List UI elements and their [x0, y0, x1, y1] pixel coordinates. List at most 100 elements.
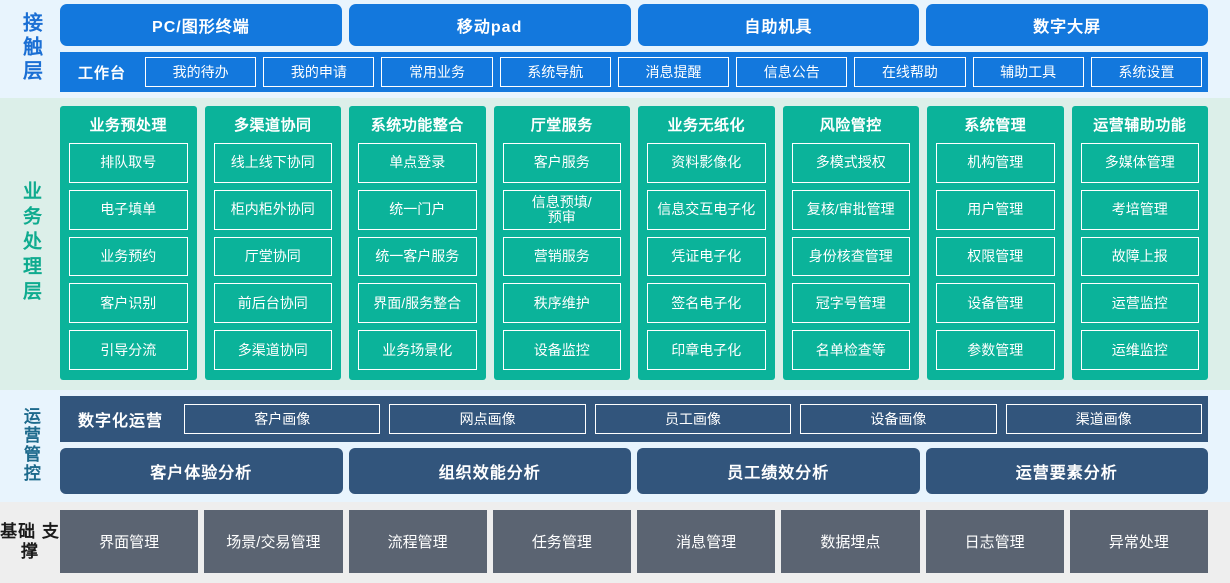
biz-item-prefill-prereview[interactable]: 信息预填/ 预审: [502, 189, 621, 230]
biz-item-org-management[interactable]: 机构管理: [936, 143, 1055, 183]
foundation-scenario-transaction-management[interactable]: 场景/交易管理: [204, 510, 343, 573]
workbench-button-utilities[interactable]: 辅助工具: [972, 57, 1084, 87]
biz-item-unified-customer-service[interactable]: 统一客户服务: [358, 236, 477, 277]
column-title: 厅堂服务: [530, 117, 593, 134]
workbench-button-announcement[interactable]: 信息公告: [736, 57, 848, 87]
biz-item-training-management[interactable]: 考培管理: [1080, 189, 1199, 230]
business-column-multichannel: 多渠道协同 线上线下协同 柜内柜外协同 厅堂协同 前后台协同 多渠道协同: [204, 106, 341, 380]
column-items: 客户服务 信息预填/ 预审 营销服务 秩序维护 设备监控: [502, 143, 621, 370]
biz-item-fault-reporting[interactable]: 故障上报: [1080, 236, 1199, 277]
profile-device[interactable]: 设备画像: [800, 404, 997, 434]
business-column-pre-processing: 业务预处理 排队取号 电子填单 业务预约 客户识别 引导分流: [60, 106, 197, 380]
foundation-task-management[interactable]: 任务管理: [492, 510, 631, 573]
foundation-message-management[interactable]: 消息管理: [637, 510, 776, 573]
biz-item-single-sign-on[interactable]: 单点登录: [358, 143, 477, 183]
foundation-row: 界面管理 场景/交易管理 流程管理 任务管理 消息管理 数据埋点 日志管理 异常…: [60, 510, 1230, 573]
foundation-exception-handling[interactable]: 异常处理: [1069, 510, 1208, 573]
biz-item-device-management[interactable]: 设备管理: [936, 283, 1055, 324]
biz-item-front-back-sync[interactable]: 前后台协同: [213, 283, 332, 324]
biz-item-review-approval[interactable]: 复核/审批管理: [791, 189, 910, 230]
biz-item-voucher-digital[interactable]: 凭证电子化: [647, 236, 766, 277]
biz-item-maintenance-monitoring[interactable]: 运维监控: [1080, 330, 1199, 370]
analysis-customer-experience[interactable]: 客户体验分析: [60, 448, 343, 494]
layer-label-foundation: 基础 支撑: [0, 510, 60, 573]
biz-item-permission-management[interactable]: 权限管理: [936, 236, 1055, 277]
workbench-button-common-business[interactable]: 常用业务: [381, 57, 493, 87]
biz-item-ui-service-integration[interactable]: 界面/服务整合: [358, 283, 477, 324]
biz-item-document-imaging[interactable]: 资料影像化: [647, 143, 766, 183]
biz-item-guidance-diversion[interactable]: 引导分流: [69, 330, 188, 370]
workbench-button-system-settings[interactable]: 系统设置: [1090, 57, 1202, 87]
biz-item-marketing-service[interactable]: 营销服务: [502, 236, 621, 277]
biz-item-customer-service[interactable]: 客户服务: [502, 143, 621, 183]
biz-item-appointment[interactable]: 业务预约: [69, 236, 188, 277]
layer-label-business: 业务处理层: [0, 106, 60, 380]
biz-item-e-form[interactable]: 电子填单: [69, 189, 188, 230]
biz-item-parameter-management[interactable]: 参数管理: [936, 330, 1055, 370]
workbench-button-my-application[interactable]: 我的申请: [263, 57, 375, 87]
biz-item-watchlist-check[interactable]: 名单检查等: [791, 330, 910, 370]
biz-item-info-exchange-digital[interactable]: 信息交互电子化: [647, 189, 766, 230]
biz-item-online-offline-sync[interactable]: 线上线下协同: [213, 143, 332, 183]
column-items: 多模式授权 复核/审批管理 身份核查管理 冠字号管理 名单检查等: [791, 143, 910, 370]
column-items: 资料影像化 信息交互电子化 凭证电子化 签名电子化 印章电子化: [647, 143, 766, 370]
profile-channel[interactable]: 渠道画像: [1005, 404, 1202, 434]
layer-label-contact: 接触层: [0, 4, 60, 92]
workbench-title: 工作台: [78, 64, 127, 82]
column-title: 多渠道协同: [233, 117, 312, 134]
biz-item-counter-inout-sync[interactable]: 柜内柜外协同: [213, 189, 332, 230]
biz-item-identity-verification[interactable]: 身份核查管理: [791, 236, 910, 277]
biz-item-business-scenario[interactable]: 业务场景化: [358, 330, 477, 370]
analysis-organizational-efficiency[interactable]: 组织效能分析: [348, 448, 631, 494]
biz-item-signature-digital[interactable]: 签名电子化: [647, 283, 766, 324]
workbench-button-my-todo[interactable]: 我的待办: [145, 57, 257, 87]
biz-item-multimedia-management[interactable]: 多媒体管理: [1080, 143, 1199, 183]
business-column-row: 业务预处理 排队取号 电子填单 业务预约 客户识别 引导分流 多渠道协同 线上线…: [60, 106, 1230, 380]
biz-item-customer-identification[interactable]: 客户识别: [69, 283, 188, 324]
foundation-data-tracking[interactable]: 数据埋点: [781, 510, 920, 573]
column-title: 业务无纸化: [667, 117, 745, 134]
layer-label-operations: 运营管控: [0, 396, 60, 494]
biz-item-seal-digital[interactable]: 印章电子化: [647, 330, 766, 370]
foundation-log-management[interactable]: 日志管理: [925, 510, 1064, 573]
biz-item-multimode-authorization[interactable]: 多模式授权: [791, 143, 910, 183]
biz-item-operation-monitoring[interactable]: 运营监控: [1080, 283, 1199, 324]
column-items: 线上线下协同 柜内柜外协同 厅堂协同 前后台协同 多渠道协同: [213, 143, 332, 370]
biz-item-multichannel-sync[interactable]: 多渠道协同: [213, 330, 332, 370]
foundation-ui-management[interactable]: 界面管理: [60, 510, 199, 573]
channel-digital-screen[interactable]: 数字大屏: [926, 4, 1208, 46]
workbench-button-online-help[interactable]: 在线帮助: [854, 57, 966, 87]
analysis-row: 客户体验分析 组织效能分析 员工绩效分析 运营要素分析: [60, 448, 1208, 494]
digital-operations-bar: 数字化运营 客户画像 网点画像 员工画像 设备画像 渠道画像: [60, 396, 1208, 442]
business-column-risk-control: 风险管控 多模式授权 复核/审批管理 身份核查管理 冠字号管理 名单检查等: [782, 106, 919, 380]
profile-customer[interactable]: 客户画像: [184, 404, 381, 434]
profile-employee[interactable]: 员工画像: [594, 404, 792, 434]
workbench-button-system-navigation[interactable]: 系统导航: [499, 57, 611, 87]
layer-label-business-text: 业务处理层: [19, 180, 41, 306]
channel-mobile-pad[interactable]: 移动pad: [348, 4, 631, 46]
business-column-lobby-service: 厅堂服务 客户服务 信息预填/ 预审 营销服务 秩序维护 设备监控: [493, 106, 630, 380]
layer-contact-body: PC/图形终端 移动pad 自助机具 数字大屏 工作台 我的待办 我的申请 常用…: [60, 4, 1230, 92]
analysis-operational-factors[interactable]: 运营要素分析: [925, 448, 1208, 494]
layer-foundation: 基础 支撑 界面管理 场景/交易管理 流程管理 任务管理 消息管理 数据埋点 日…: [0, 502, 1230, 583]
foundation-process-management[interactable]: 流程管理: [348, 510, 487, 573]
digital-operations-title: 数字化运营: [78, 413, 164, 430]
operations-content: 数字化运营 客户画像 网点画像 员工画像 设备画像 渠道画像 客户体验分析 组织…: [60, 396, 1230, 494]
channel-self-service[interactable]: 自助机具: [637, 4, 920, 46]
biz-item-user-management[interactable]: 用户管理: [936, 189, 1055, 230]
layer-contact: 接触层 PC/图形终端 移动pad 自助机具 数字大屏 工作台 我的待办 我的申…: [0, 0, 1230, 98]
business-column-system-integration: 系统功能整合 单点登录 统一门户 统一客户服务 界面/服务整合 业务场景化: [349, 106, 486, 380]
business-column-system-management: 系统管理 机构管理 用户管理 权限管理 设备管理 参数管理: [927, 106, 1064, 380]
channel-pc[interactable]: PC/图形终端: [60, 4, 342, 46]
biz-item-lobby-sync[interactable]: 厅堂协同: [213, 236, 332, 277]
biz-item-order-maintenance[interactable]: 秩序维护: [502, 283, 621, 324]
biz-item-queue-ticket[interactable]: 排队取号: [69, 143, 188, 183]
biz-item-unified-portal[interactable]: 统一门户: [358, 189, 477, 230]
workbench-button-message-alert[interactable]: 消息提醒: [617, 57, 730, 87]
analysis-employee-performance[interactable]: 员工绩效分析: [637, 448, 920, 494]
biz-item-serial-number-management[interactable]: 冠字号管理: [791, 283, 910, 324]
layer-label-foundation-text: 基础 支撑: [0, 521, 60, 561]
biz-item-device-monitoring[interactable]: 设备监控: [502, 330, 621, 370]
profile-branch[interactable]: 网点画像: [389, 404, 586, 434]
